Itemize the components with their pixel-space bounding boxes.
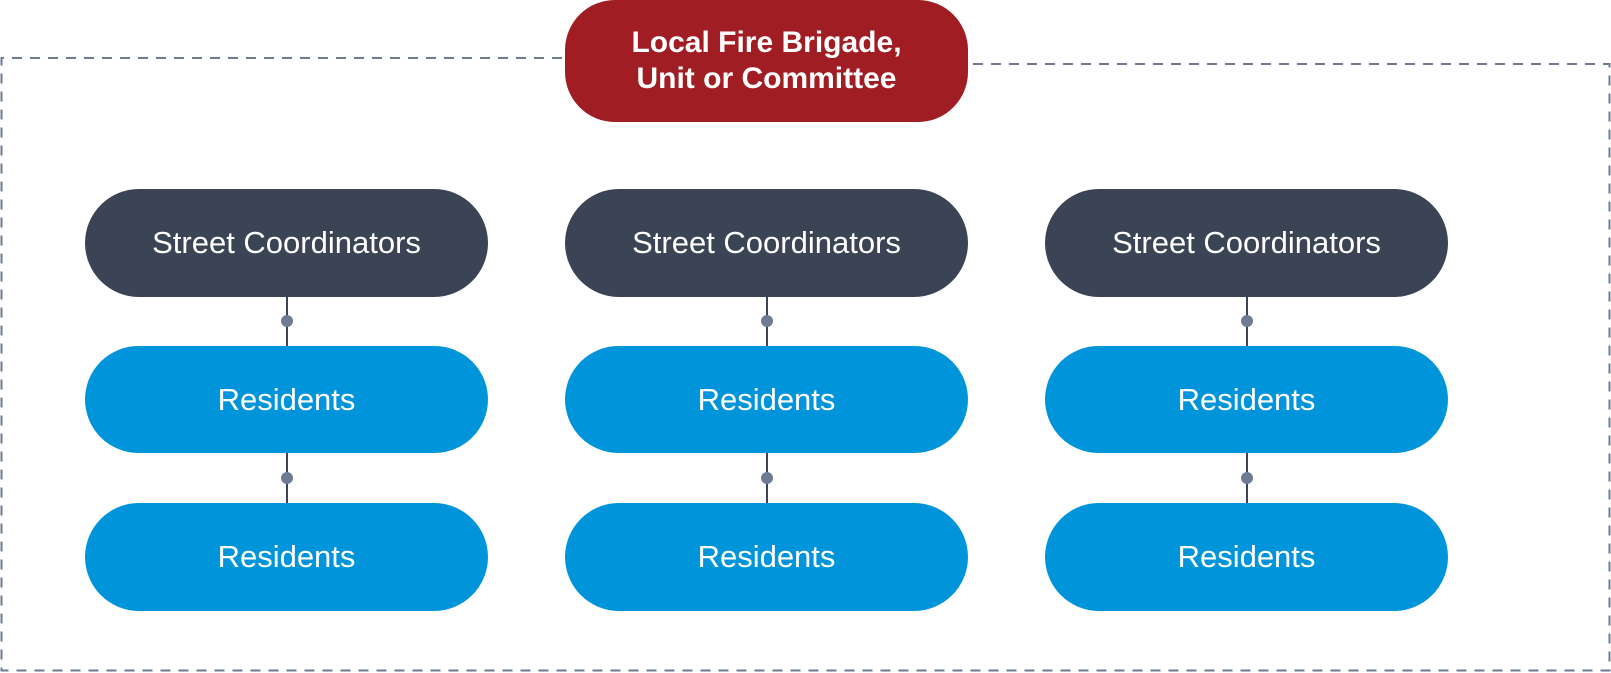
residents-node: Residents [85,503,488,611]
residents-node: Residents [85,346,488,453]
residents-label: Residents [697,381,836,417]
residents-label: Residents [1177,539,1316,574]
fire-brigade-node: Local Fire Brigade, Unit or Committee [565,0,968,122]
residents-node: Residents [1045,503,1448,611]
residents-label: Residents [217,381,356,417]
residents-label: Residents [697,539,836,574]
fire-brigade-line1: Local Fire Brigade, [631,26,902,59]
connector-dot [281,315,293,327]
street-coordinators-node: Street Coordinators [85,189,488,297]
connector-dot [761,472,773,484]
residents-label: Residents [1177,381,1316,417]
residents-node: Residents [1045,346,1448,453]
connector-dot [1241,472,1253,484]
residents-node: Residents [565,503,968,611]
coordinator-label: Street Coordinators [1112,225,1381,260]
fire-brigade-line2: Unit or Committee [636,62,897,95]
connector-dot [1241,315,1253,327]
coordinator-label: Street Coordinators [632,225,901,260]
street-coordinators-node: Street Coordinators [1045,189,1448,297]
connector-dot [281,472,293,484]
residents-label: Residents [217,539,356,574]
connector-dot [761,315,773,327]
street-coordinators-node: Street Coordinators [565,189,968,297]
coordinator-label: Street Coordinators [152,225,421,260]
residents-node: Residents [565,346,968,453]
